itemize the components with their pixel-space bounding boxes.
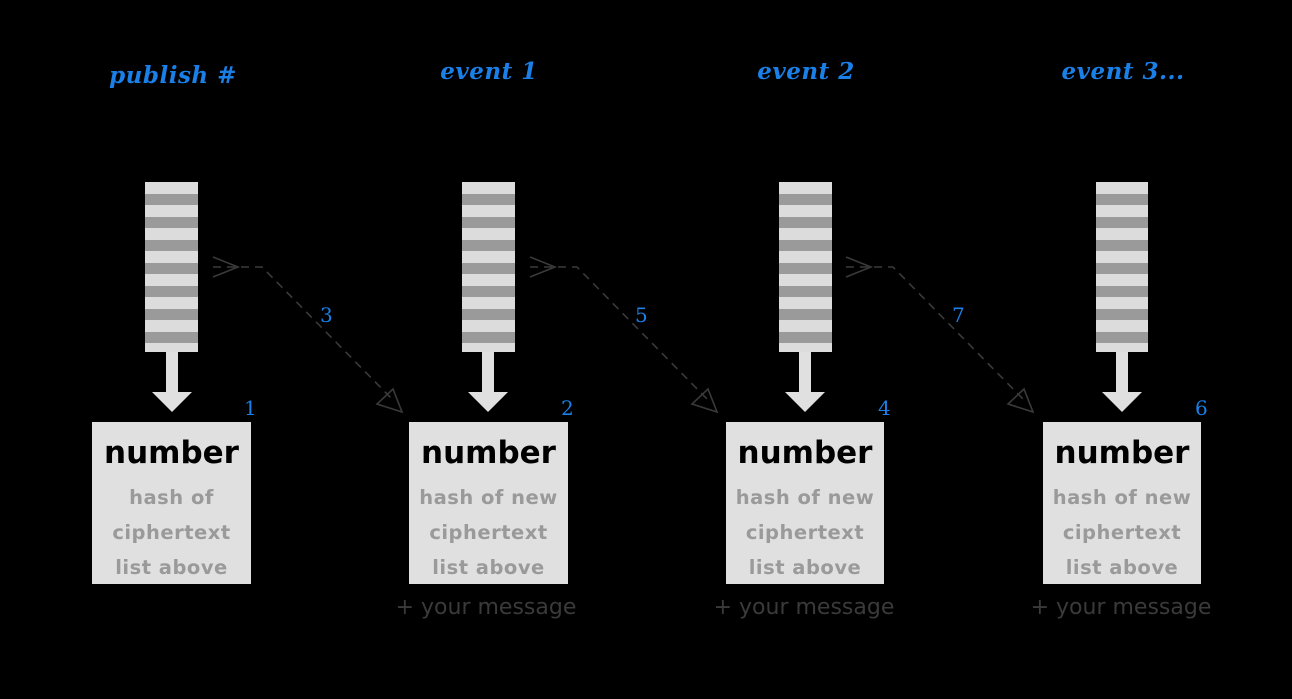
step-number: 2 xyxy=(561,396,574,420)
your-message-label: + your message xyxy=(395,595,577,620)
box-line: hash of new xyxy=(419,486,558,509)
box-line: hash of new xyxy=(1052,486,1192,509)
link-number: 7 xyxy=(952,303,965,327)
ciphertext-list-stack xyxy=(145,182,198,352)
link-number: 5 xyxy=(635,303,648,327)
column-title-publish: publish # xyxy=(109,62,237,89)
link-dashed-line xyxy=(530,266,709,401)
link-arrowhead-icon xyxy=(375,387,404,414)
down-arrow-icon xyxy=(468,352,508,412)
hash-box: number hash of new ciphertext list above xyxy=(1043,422,1201,584)
box-title: number xyxy=(104,435,239,471)
hash-box: number hash of ciphertext list above xyxy=(92,422,251,584)
ciphertext-list-stack xyxy=(779,182,832,352)
link-arrowhead-icon xyxy=(1006,387,1035,414)
box-line: ciphertext xyxy=(112,521,231,544)
link-dashed-line xyxy=(213,266,394,401)
box-line: hash of new xyxy=(735,486,875,509)
box-title: number xyxy=(737,435,873,471)
down-arrow-icon xyxy=(785,352,825,412)
step-number: 1 xyxy=(244,396,257,420)
chain-link: 7 xyxy=(845,256,1035,414)
hash-box: number hash of new ciphertext list above xyxy=(409,422,568,584)
column-title-event-3: event 3... xyxy=(1061,58,1185,85)
link-number: 3 xyxy=(320,303,333,327)
link-start-chevron-icon xyxy=(212,256,241,278)
link-arrowhead-icon xyxy=(690,387,719,414)
down-arrow-icon xyxy=(152,352,192,412)
box-line: list above xyxy=(748,556,862,579)
chain-link: 5 xyxy=(529,256,719,414)
box-line: list above xyxy=(1065,556,1179,579)
ciphertext-list-stack xyxy=(1096,182,1148,352)
box-line: hash of xyxy=(129,486,214,509)
box-title: number xyxy=(1054,435,1190,471)
step-number: 4 xyxy=(878,396,891,420)
your-message-label: + your message xyxy=(1030,595,1212,620)
box-line: ciphertext xyxy=(1062,521,1182,544)
column-title-event-1: event 1 xyxy=(440,58,538,85)
link-start-chevron-icon xyxy=(845,256,874,278)
chain-link: 3 xyxy=(212,256,404,414)
down-arrow-icon xyxy=(1102,352,1142,412)
your-message-label: + your message xyxy=(713,595,895,620)
column-title-event-2: event 2 xyxy=(757,58,855,85)
hash-box: number hash of new ciphertext list above xyxy=(726,422,884,584)
ciphertext-list-stack xyxy=(462,182,515,352)
box-title: number xyxy=(421,435,556,471)
step-number: 6 xyxy=(1195,396,1208,420)
link-start-chevron-icon xyxy=(529,256,558,278)
box-line: ciphertext xyxy=(745,521,865,544)
link-dashed-line xyxy=(846,266,1025,401)
box-line: list above xyxy=(115,556,228,579)
box-line: list above xyxy=(432,556,545,579)
box-line: ciphertext xyxy=(429,521,548,544)
